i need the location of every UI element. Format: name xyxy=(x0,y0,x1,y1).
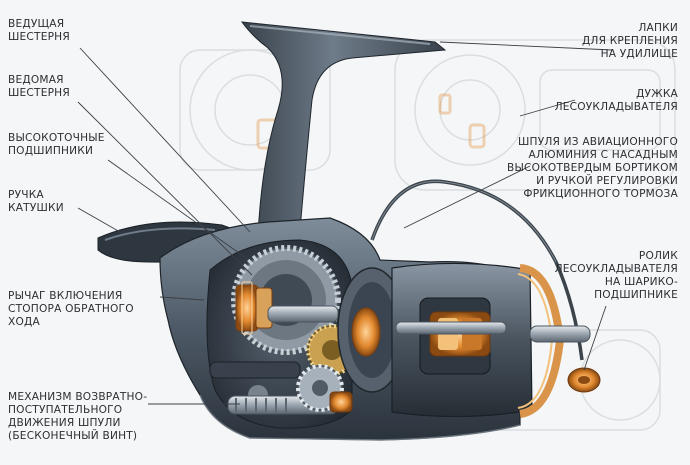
label-reel-foot-line2: ДЛЯ КРЕПЛЕНИЯ xyxy=(581,35,678,47)
label-oscillation-line4: (БЕСКОНЕЧНЫЙ ВИНТ) xyxy=(8,430,138,442)
label-anti-reverse-line1: РЫЧАГ ВКЛЮЧЕНИЯ xyxy=(8,290,123,302)
reel-foot-highlight xyxy=(249,25,431,45)
label-spool-line3: ВЫСОКОТВЕРДЫМ БОРТИКОМ xyxy=(507,162,678,174)
label-spool-line5: ФРИКЦИОННОГО ТОРМОЗА xyxy=(523,188,678,200)
label-line-roller: РОЛИК ЛЕСОУКЛАДЫВАТЕЛЯ НА ШАРИКО- ПОДШИП… xyxy=(555,250,678,302)
label-oscillation-line2: ПОСТУПАТЕЛЬНОГО xyxy=(8,404,123,416)
leader-spool xyxy=(403,165,531,229)
label-anti-reverse-line2: СТОПОРА ОБРАТНОГО xyxy=(8,303,134,315)
label-oscillation-line1: МЕХАНИЗМ ВОЗВРАТНО- xyxy=(8,391,148,403)
label-oscillation-line3: ДВИЖЕНИЯ ШПУЛИ xyxy=(8,417,121,429)
label-bearings: ВЫСОКОТОЧНЫЕ ПОДШИПНИКИ xyxy=(8,132,105,158)
label-driven-gear-line2: ШЕСТЕРНЯ xyxy=(8,87,70,99)
label-bail-line2: ЛЕСОУКЛАДЫВАТЕЛЯ xyxy=(554,101,678,113)
label-drive-gear-line2: ШЕСТЕРНЯ xyxy=(8,31,70,43)
body-edge-highlight xyxy=(199,394,521,441)
label-line-roller-line4: ПОДШИПНИКЕ xyxy=(594,289,678,301)
label-oscillation: МЕХАНИЗМ ВОЗВРАТНО- ПОСТУПАТЕЛЬНОГО ДВИЖ… xyxy=(8,391,147,443)
leader-handle xyxy=(77,207,121,233)
label-bearings-line1: ВЫСОКОТОЧНЫЕ xyxy=(8,132,105,144)
label-spool-line1: ШПУЛЯ ИЗ АВИАЦИОННОГО xyxy=(518,136,678,148)
label-handle-line1: РУЧКА xyxy=(8,189,44,201)
label-bail: ДУЖКА ЛЕСОУКЛАДЫВАТЕЛЯ xyxy=(555,88,678,114)
label-line-roller-line1: РОЛИК xyxy=(638,250,678,262)
leader-bail xyxy=(519,99,576,117)
leader-driven-gear xyxy=(77,101,253,276)
leader-drive-gear xyxy=(79,47,251,233)
label-reel-foot-line3: НА УДИЛИЩЕ xyxy=(600,48,678,60)
leader-reel-foot xyxy=(439,41,613,51)
label-line-roller-line3: НА ШАРИКО- xyxy=(604,276,678,288)
label-bearings-line2: ПОДШИПНИКИ xyxy=(8,145,94,157)
label-driven-gear: ВЕДОМАЯ ШЕСТЕРНЯ xyxy=(8,74,70,100)
bail-wire-highlight xyxy=(371,180,557,263)
oscillation-mechanism xyxy=(227,364,353,415)
reel-foot-stem xyxy=(240,21,447,236)
label-anti-reverse: РЫЧАГ ВКЛЮЧЕНИЯ СТОПОРА ОБРАТНОГО ХОДА xyxy=(8,290,134,329)
handle-arm-highlight xyxy=(104,227,216,241)
line-roller xyxy=(567,367,601,393)
label-spool-line2: АЛЮМИНИЯ С НАСАДНЫМ xyxy=(528,149,678,161)
label-driven-gear-line1: ВЕДОМАЯ xyxy=(8,74,64,86)
label-drive-gear-line1: ВЕДУЩАЯ xyxy=(8,18,65,30)
label-anti-reverse-line3: ХОДА xyxy=(8,316,40,328)
label-line-roller-line2: ЛЕСОУКЛАДЫВАТЕЛЯ xyxy=(554,263,678,275)
rotor xyxy=(337,267,407,393)
main-shaft xyxy=(267,305,339,323)
label-spool-line4: И РУЧКОЙ РЕГУЛИРОВКИ xyxy=(536,175,678,187)
leader-anti-reverse xyxy=(159,296,205,301)
leader-bearings xyxy=(107,159,247,259)
label-handle-line2: КАТУШКИ xyxy=(8,202,64,214)
label-spool: ШПУЛЯ ИЗ АВИАЦИОННОГО АЛЮМИНИЯ С НАСАДНЫ… xyxy=(507,136,678,201)
label-drive-gear: ВЕДУЩАЯ ШЕСТЕРНЯ xyxy=(8,18,70,44)
label-reel-foot: ЛАПКИ ДЛЯ КРЕПЛЕНИЯ НА УДИЛИЩЕ xyxy=(582,22,678,61)
leader-line-roller xyxy=(583,305,607,371)
label-handle: РУЧКА КАТУШКИ xyxy=(8,189,64,215)
drag-knob xyxy=(529,325,591,343)
label-bail-line1: ДУЖКА xyxy=(636,88,678,100)
bearing-stack-left xyxy=(235,281,273,335)
spool xyxy=(391,262,533,418)
label-reel-foot-line1: ЛАПКИ xyxy=(638,22,678,34)
leader-lines xyxy=(77,41,613,405)
